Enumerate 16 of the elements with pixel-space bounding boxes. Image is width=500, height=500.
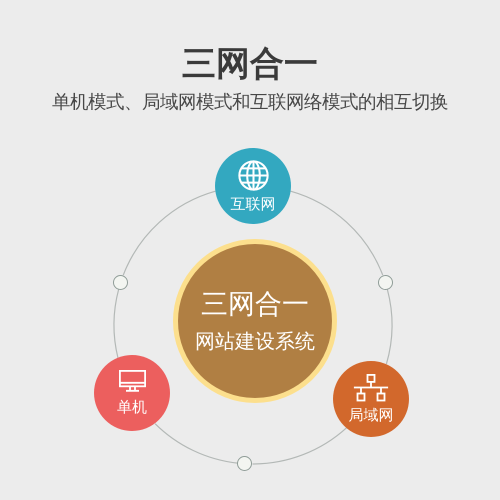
connector-arc bbox=[122, 190, 216, 276]
connector-arc bbox=[386, 289, 392, 364]
ring-dot bbox=[378, 274, 393, 290]
ring-dot bbox=[113, 274, 128, 290]
node-label: 互联网 bbox=[230, 194, 276, 212]
ring-dot bbox=[237, 456, 252, 472]
connector-arc bbox=[252, 427, 347, 465]
connector-arc bbox=[290, 190, 384, 276]
node-heading: 三网合一 bbox=[201, 288, 309, 322]
title: 三网合一 bbox=[182, 44, 318, 85]
node-text: 网站建设系统 bbox=[195, 329, 315, 354]
subtitle: 单机模式、局域网模式和互联网络模式的相互切换 bbox=[52, 92, 448, 115]
connector-arc bbox=[154, 423, 238, 464]
node-label: 局域网 bbox=[348, 406, 394, 424]
connector-arc bbox=[113, 289, 120, 358]
node-label: 单机 bbox=[117, 398, 148, 416]
